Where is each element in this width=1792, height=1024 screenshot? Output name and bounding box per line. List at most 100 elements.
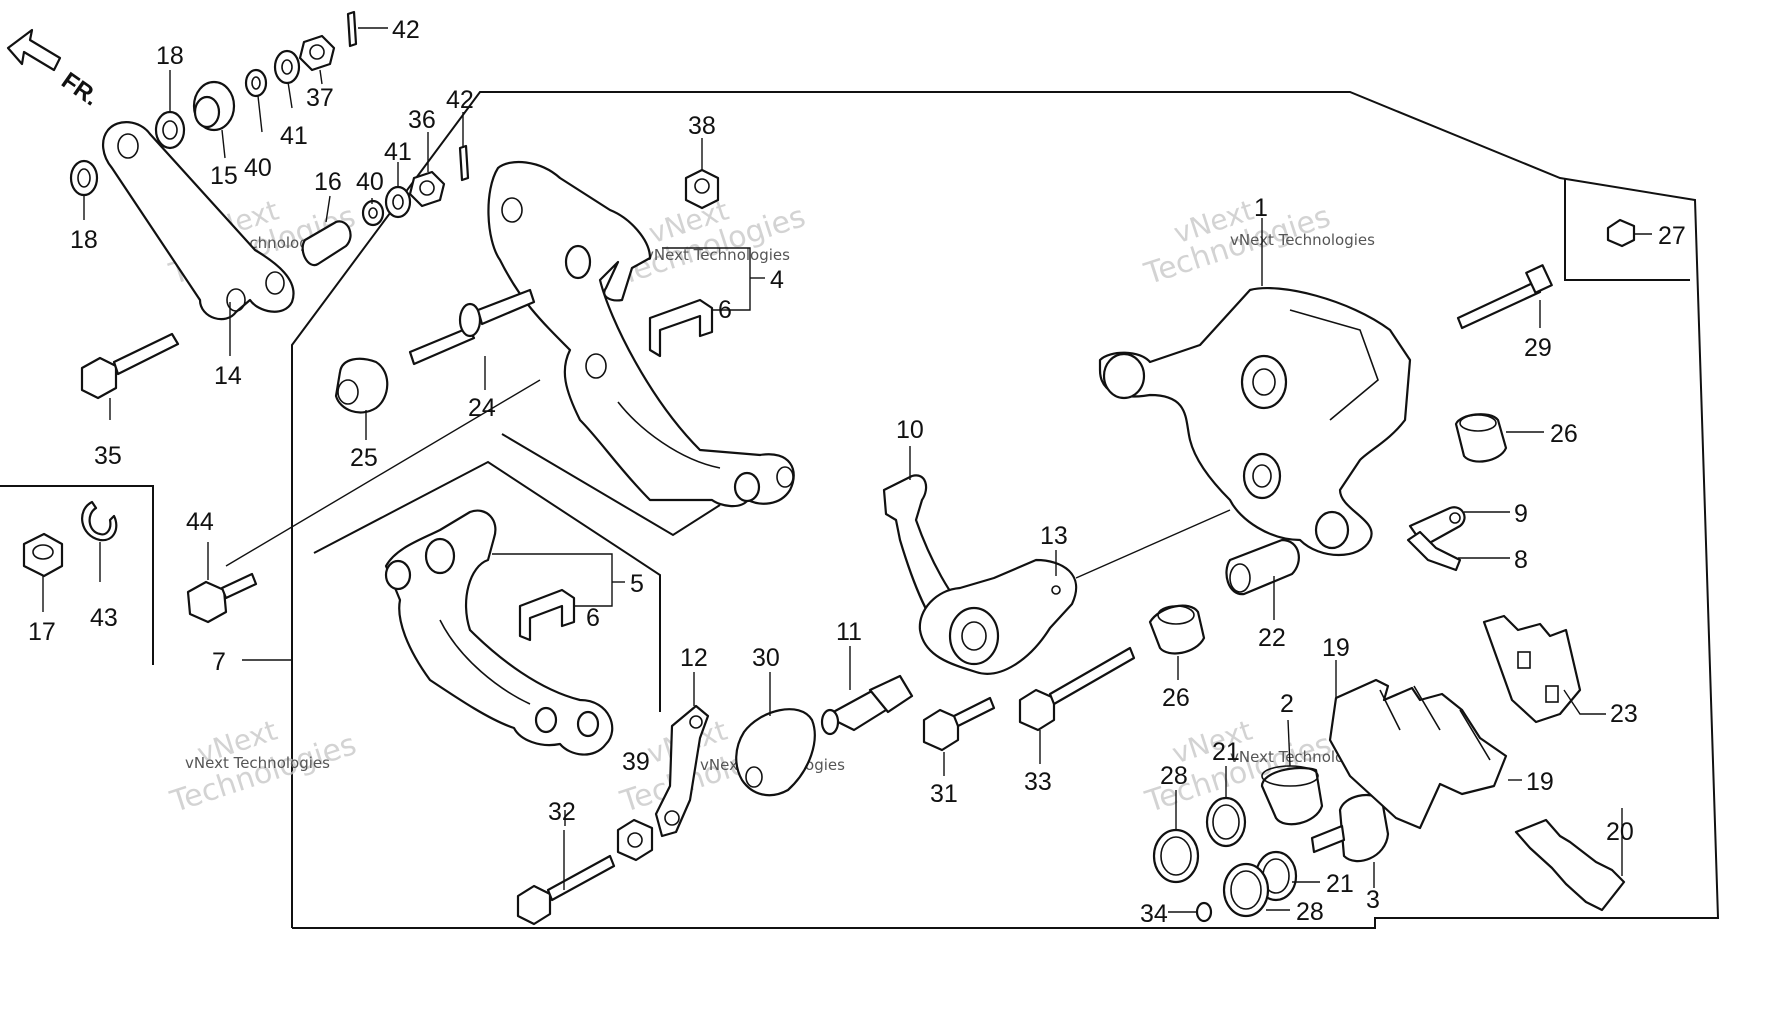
callout-9: 9 (1514, 500, 1528, 528)
callout-28-upper: 28 (1160, 762, 1188, 790)
watermark-caption-3: vNext Technologies (1230, 231, 1375, 249)
pad-spring-20 (1514, 818, 1626, 912)
callout-32: 32 (548, 798, 576, 826)
front-direction-label: FR. (56, 67, 103, 111)
watermark-caption-4: vNext Technologies (185, 754, 330, 772)
washer-18-upper (69, 159, 99, 197)
bolt-32 (516, 854, 616, 926)
callout-26-lower: 26 (1162, 684, 1190, 712)
main-group-frame (291, 91, 1720, 929)
piston-3 (1310, 793, 1390, 863)
washer-40-upper (244, 68, 268, 98)
pin-boot-26-upper (1454, 413, 1508, 463)
callout-26-upper: 26 (1550, 420, 1578, 448)
callout-18-lower: 18 (70, 226, 98, 254)
callout-21-lower: 21 (1326, 870, 1354, 898)
callout-8: 8 (1514, 546, 1528, 574)
boot-30 (735, 708, 816, 797)
bolt-38-nut (684, 168, 720, 210)
callout-41-lower: 41 (384, 138, 412, 166)
washer-40-lower (361, 199, 385, 227)
callout-14: 14 (214, 362, 242, 390)
pin-boot-26-lower (1148, 604, 1206, 655)
callout-6-upper: 6 (718, 296, 732, 324)
cotter-pin-42-lower (458, 144, 470, 182)
callout-30: 30 (752, 644, 780, 672)
pin-29 (1456, 264, 1553, 330)
lever-12 (654, 704, 710, 838)
callout-3: 3 (1366, 886, 1380, 914)
callout-44: 44 (186, 508, 214, 536)
bolt-44 (186, 572, 258, 624)
adjuster-11 (820, 674, 914, 736)
piston-2 (1260, 765, 1324, 826)
callout-13: 13 (1040, 522, 1068, 550)
sleeve-22 (1225, 538, 1300, 596)
callout-38: 38 (688, 112, 716, 140)
spring-clip-6-lower (518, 588, 576, 642)
pedal-bracket-4 (487, 161, 795, 508)
washer-18-lower (154, 110, 186, 150)
callout-42-lower: 42 (446, 86, 474, 114)
leader-lines (42, 27, 1652, 913)
circlip-43 (81, 500, 118, 542)
callout-25: 25 (350, 444, 378, 472)
callout-43: 43 (90, 604, 118, 632)
o-ring-34 (1195, 901, 1213, 923)
callout-41-upper: 41 (280, 122, 308, 150)
callout-28-lower: 28 (1296, 898, 1324, 926)
inset-frame-17-43 (0, 485, 154, 665)
pedal-arm-5 (384, 509, 614, 756)
callout-7: 7 (212, 648, 226, 676)
piston-seal-28-lower (1222, 862, 1270, 918)
nut-36 (408, 170, 446, 208)
bolt-35 (80, 332, 180, 400)
callout-36: 36 (408, 106, 436, 134)
caliper-body-1 (1098, 287, 1412, 557)
bushing-16 (301, 220, 352, 267)
cap-27 (1606, 218, 1636, 248)
cotter-pin-42-upper (346, 10, 358, 48)
callout-15: 15 (210, 162, 238, 190)
spring-clip-6-upper (648, 298, 714, 358)
front-direction-arrow-icon: FR. (6, 28, 104, 111)
bleed-valve-8 (1406, 530, 1462, 572)
washer-41-upper (273, 49, 301, 85)
callout-11: 11 (836, 618, 862, 646)
callout-5: 5 (630, 570, 644, 598)
callout-24: 24 (468, 394, 496, 422)
callout-12: 12 (680, 644, 708, 672)
callout-labels: 1 2 3 4 5 6 6 7 8 9 10 11 12 13 14 15 16… (28, 16, 1686, 928)
callout-22: 22 (1258, 624, 1286, 652)
pedal-group-frame (313, 433, 721, 712)
callout-17: 17 (28, 618, 56, 646)
callout-35: 35 (94, 442, 122, 470)
callout-23: 23 (1610, 700, 1638, 728)
callout-40-upper: 40 (244, 154, 272, 182)
brake-pad-19 (1328, 678, 1508, 830)
callout-29: 29 (1524, 334, 1552, 362)
callout-2: 2 (1280, 690, 1294, 718)
callout-21-upper: 21 (1212, 738, 1240, 766)
collar-15 (192, 80, 236, 132)
nut-17 (22, 532, 64, 578)
dust-seal-21-upper (1205, 796, 1247, 848)
callout-6-lower: 6 (586, 604, 600, 632)
callout-16: 16 (314, 168, 342, 196)
callout-19-lower: 19 (1526, 768, 1554, 796)
callout-34: 34 (1140, 900, 1168, 928)
callout-42-upper: 42 (392, 16, 420, 44)
watermark-caption-2: vNext Technologies (645, 246, 790, 264)
callout-40-lower: 40 (356, 168, 384, 196)
callout-19-upper: 19 (1322, 634, 1350, 662)
callout-20: 20 (1606, 818, 1634, 846)
callout-27: 27 (1658, 222, 1686, 250)
callout-39: 39 (622, 748, 650, 776)
callout-37: 37 (306, 84, 334, 112)
link-arm-14 (102, 121, 295, 321)
nut-39 (616, 818, 654, 862)
pivot-bolt-24 (408, 288, 536, 366)
callout-33: 33 (1024, 768, 1052, 796)
callout-31: 31 (930, 780, 958, 808)
